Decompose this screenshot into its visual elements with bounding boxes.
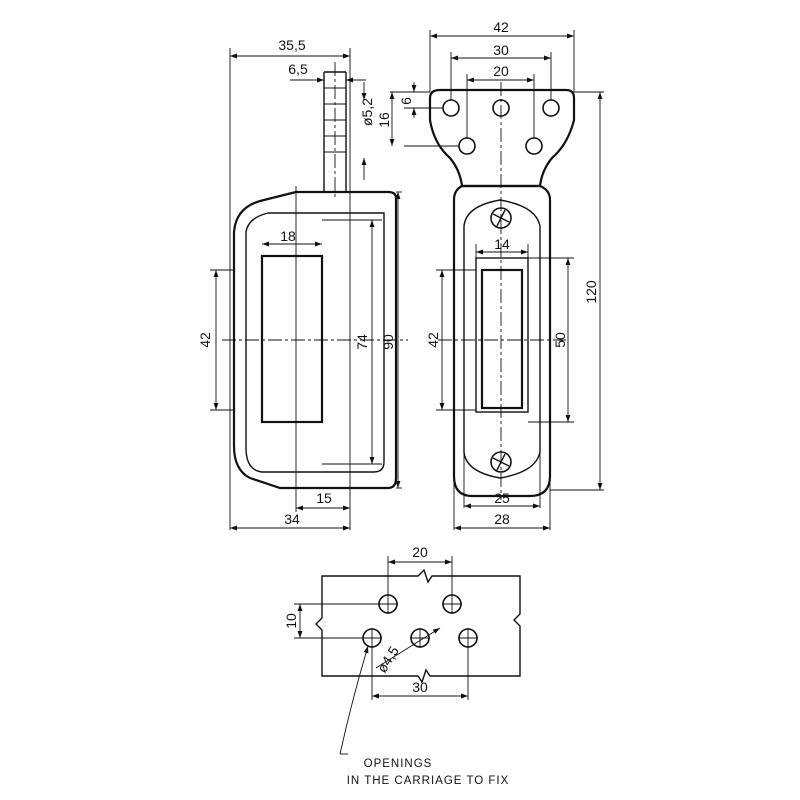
dim-hole-span-outer: 42 (493, 19, 509, 35)
plate-hole (458, 137, 476, 155)
dim-hole-span-inner: 20 (493, 63, 509, 79)
carriage-outline (315, 568, 521, 684)
side-view: 35,5 6,5 ø5,2 18 42 74 90 15 34 (197, 37, 408, 531)
front-view: 42 30 20 6 16 14 42 50 120 25 28 (376, 19, 604, 531)
dim-carriage-row-spacing: 10 (283, 613, 299, 629)
dim-side-hole-diameter: ø5,2 (359, 98, 375, 126)
plate-hole (542, 99, 560, 117)
dim-inner-width: 25 (494, 490, 510, 506)
dim-carriage-hole-diameter: ø4,5 (374, 643, 403, 675)
front-body-outline (452, 184, 552, 498)
dim-body-depth: 34 (284, 511, 300, 527)
dim-hole-span-mid: 30 (493, 42, 509, 58)
plate-hole (442, 99, 460, 117)
openings-note-line2: IN THE CARRIAGE TO FIX (347, 775, 510, 787)
front-slot (480, 268, 524, 410)
carriage-view: 20 10 ø4,5 30 OPENINGS IN THE CARRIAGE T… (283, 544, 521, 787)
dim-overall-height: 120 (583, 280, 599, 304)
dim-slot-width: 14 (494, 236, 510, 252)
front-slot-frame (475, 257, 529, 413)
openings-leader (339, 645, 369, 755)
dim-carriage-bottom-span: 30 (412, 679, 428, 695)
side-body-outline (232, 190, 398, 490)
openings-note-line1: OPENINGS (364, 758, 433, 770)
dim-window-width: 18 (280, 228, 296, 244)
dim-front-height-50: 50 (552, 332, 568, 348)
dim-overall-depth: 35,5 (278, 37, 305, 53)
side-body-inner (245, 212, 385, 473)
dim-carriage-top-span: 20 (412, 544, 428, 560)
dim-body-height: 90 (380, 334, 396, 350)
dim-hole-row-offset: 6 (398, 97, 414, 105)
plate-hole (525, 137, 543, 155)
side-window (260, 254, 324, 424)
dim-side-height-42: 42 (197, 332, 213, 348)
dim-front-height-42: 42 (425, 332, 441, 348)
dim-outer-width: 28 (494, 511, 510, 527)
dim-lower-offset: 15 (316, 490, 332, 506)
dim-hole-offset: 16 (376, 112, 392, 128)
dim-plate-thickness: 6,5 (288, 61, 308, 77)
dim-window-height: 74 (354, 334, 370, 350)
